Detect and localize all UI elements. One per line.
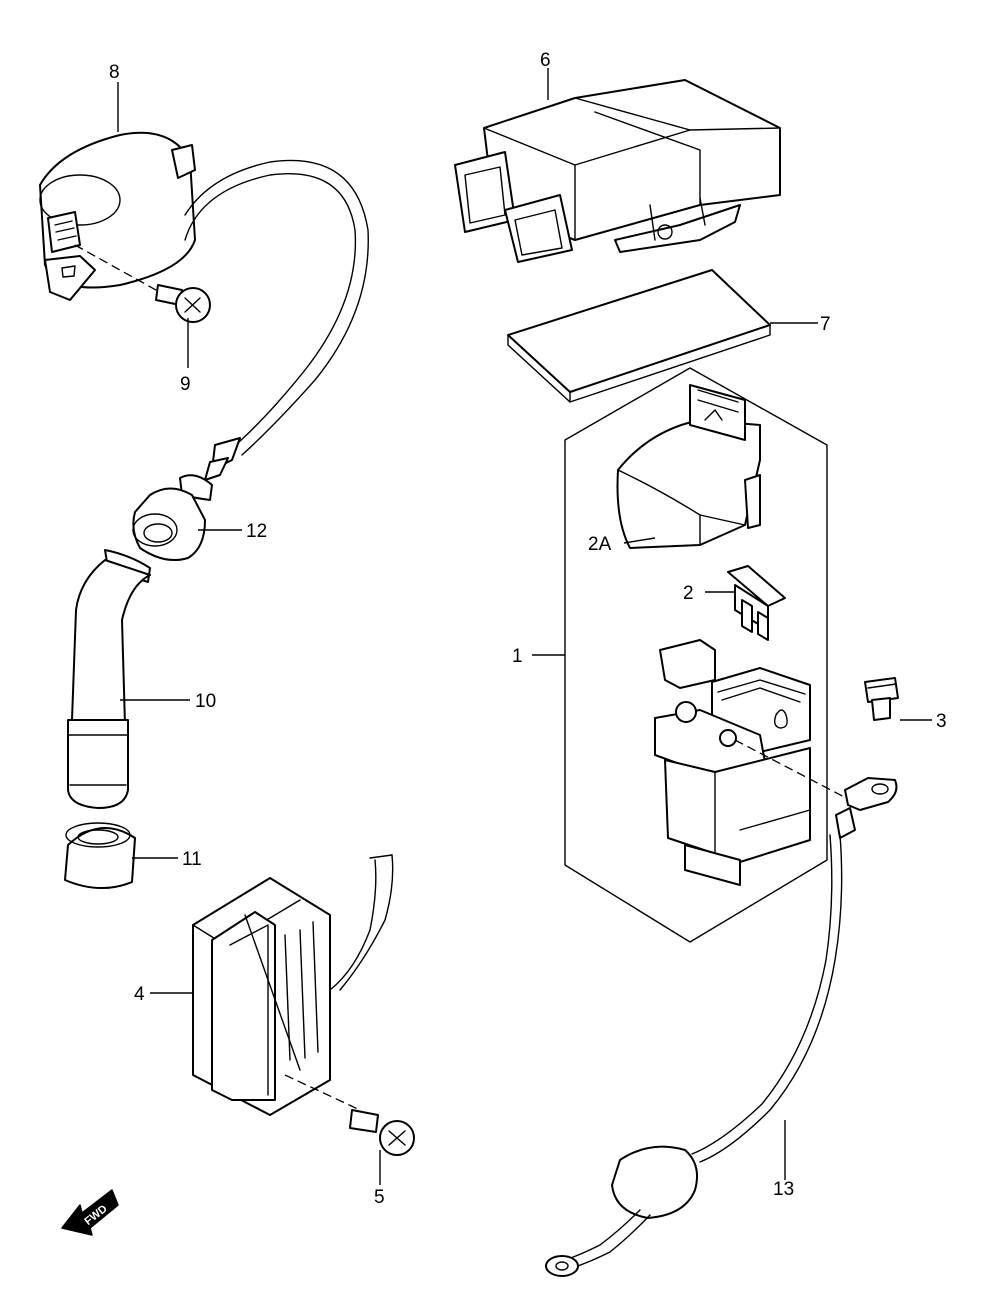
callout-1: 1: [512, 646, 523, 667]
spark-plug-cap: [67, 549, 151, 809]
callout-2a: 2A: [588, 534, 612, 555]
callout-5: 5: [374, 1187, 385, 1208]
callout-2: 2: [683, 583, 694, 604]
coil-bolt: [74, 244, 211, 323]
plug-boot: [64, 822, 136, 890]
ignition-coil: [39, 131, 196, 301]
leader-lines: [117, 68, 932, 1185]
callout-9: 9: [180, 374, 191, 395]
starter-relay: [654, 639, 811, 886]
terminal-bolt: [734, 677, 899, 801]
starter-relay-assembly-frame: [564, 367, 828, 943]
callout-3: 3: [936, 711, 947, 732]
callout-10: 10: [195, 691, 216, 712]
cushion-pad: [507, 269, 771, 403]
callout-12: 12: [246, 521, 267, 542]
regulator-rectifier: [192, 854, 394, 1116]
cdi-unit: [454, 79, 781, 263]
callout-7: 7: [820, 314, 831, 335]
callout-13: 13: [773, 1179, 794, 1200]
callout-6: 6: [540, 50, 551, 71]
regulator-bolt: [349, 1109, 415, 1156]
fuse: [727, 565, 786, 641]
callout-8: 8: [109, 62, 120, 83]
battery-lead: [545, 777, 898, 1277]
callout-11: 11: [182, 849, 202, 870]
plug-cap-seal: [132, 474, 213, 561]
forward-arrow-icon: FWD: [61, 1189, 119, 1236]
high-tension-lead: [184, 159, 369, 481]
callout-4: 4: [134, 984, 145, 1005]
relay-cover: [616, 384, 761, 549]
